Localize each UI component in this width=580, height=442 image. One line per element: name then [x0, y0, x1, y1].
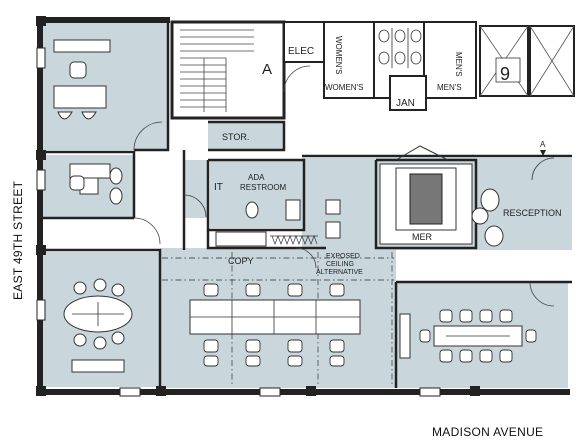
storage-room-area [208, 122, 284, 150]
stair-treads [180, 29, 254, 112]
label-mens: MEN'S [437, 83, 462, 92]
toilet-fixtures [378, 28, 422, 68]
conference-south-furniture [399, 309, 537, 363]
window-bay [36, 47, 46, 69]
street-madison-avenue: MADISON AVENUE [432, 425, 543, 439]
label-ceiling-3: ALTERNATIVE [316, 269, 363, 276]
office-middle-furniture [69, 163, 123, 205]
label-elevator: 9 [500, 64, 510, 84]
label-copy: COPY [228, 256, 254, 266]
building-core [170, 20, 575, 120]
street-east-49th: EAST 49TH STREET [11, 180, 25, 300]
window-bay [36, 299, 46, 321]
stair-core [170, 20, 286, 120]
label-elec: ELEC [288, 46, 314, 57]
mer-room [379, 145, 473, 245]
elec-room [283, 21, 325, 63]
label-ceiling-1: EXPOSED [326, 253, 360, 260]
ceiling-alternative-lines [162, 252, 394, 386]
exterior-walls [36, 16, 570, 397]
womens-restroom [323, 21, 375, 99]
column [306, 386, 316, 396]
column [156, 386, 166, 396]
ada-fixtures [245, 199, 341, 239]
reception-furniture [471, 150, 546, 247]
window-bay [36, 169, 46, 191]
label-restroom: RESTROOM [240, 183, 287, 192]
label-it: IT [214, 182, 223, 193]
column [36, 245, 46, 255]
label-section-marker: A [540, 140, 546, 149]
room-labels: A ELEC WOMEN'S WOMEN'S MEN'S MEN'S JAN 9… [214, 36, 562, 276]
column [36, 386, 46, 396]
conference-west-furniture [63, 278, 133, 373]
section-marker-arrow [540, 150, 546, 156]
label-womens: WOMEN'S [325, 83, 363, 92]
mens-restroom [423, 21, 477, 99]
label-reception: RESCEPTION [503, 208, 562, 218]
interior-partitions [42, 20, 572, 388]
window-bay [119, 387, 141, 397]
copy-counter [215, 231, 318, 247]
door-swings [133, 65, 555, 307]
label-ada: ADA [248, 173, 265, 182]
label-jan: JAN [396, 98, 415, 109]
workstation-bench [189, 283, 361, 367]
column [36, 150, 46, 160]
label-womens-vertical: WOMEN'S [334, 36, 343, 74]
label-mens-vertical: MEN'S [454, 52, 463, 77]
column [36, 16, 46, 26]
label-storage: STOR. [222, 132, 249, 142]
janitor-closet [389, 75, 427, 111]
window-bay [259, 387, 281, 397]
label-ceiling-2: CEILING [326, 261, 354, 268]
office-north-furniture [53, 39, 111, 120]
label-stair: A [262, 61, 272, 78]
column [470, 386, 480, 396]
window-bay [419, 387, 441, 397]
label-mer: MER [412, 232, 433, 242]
